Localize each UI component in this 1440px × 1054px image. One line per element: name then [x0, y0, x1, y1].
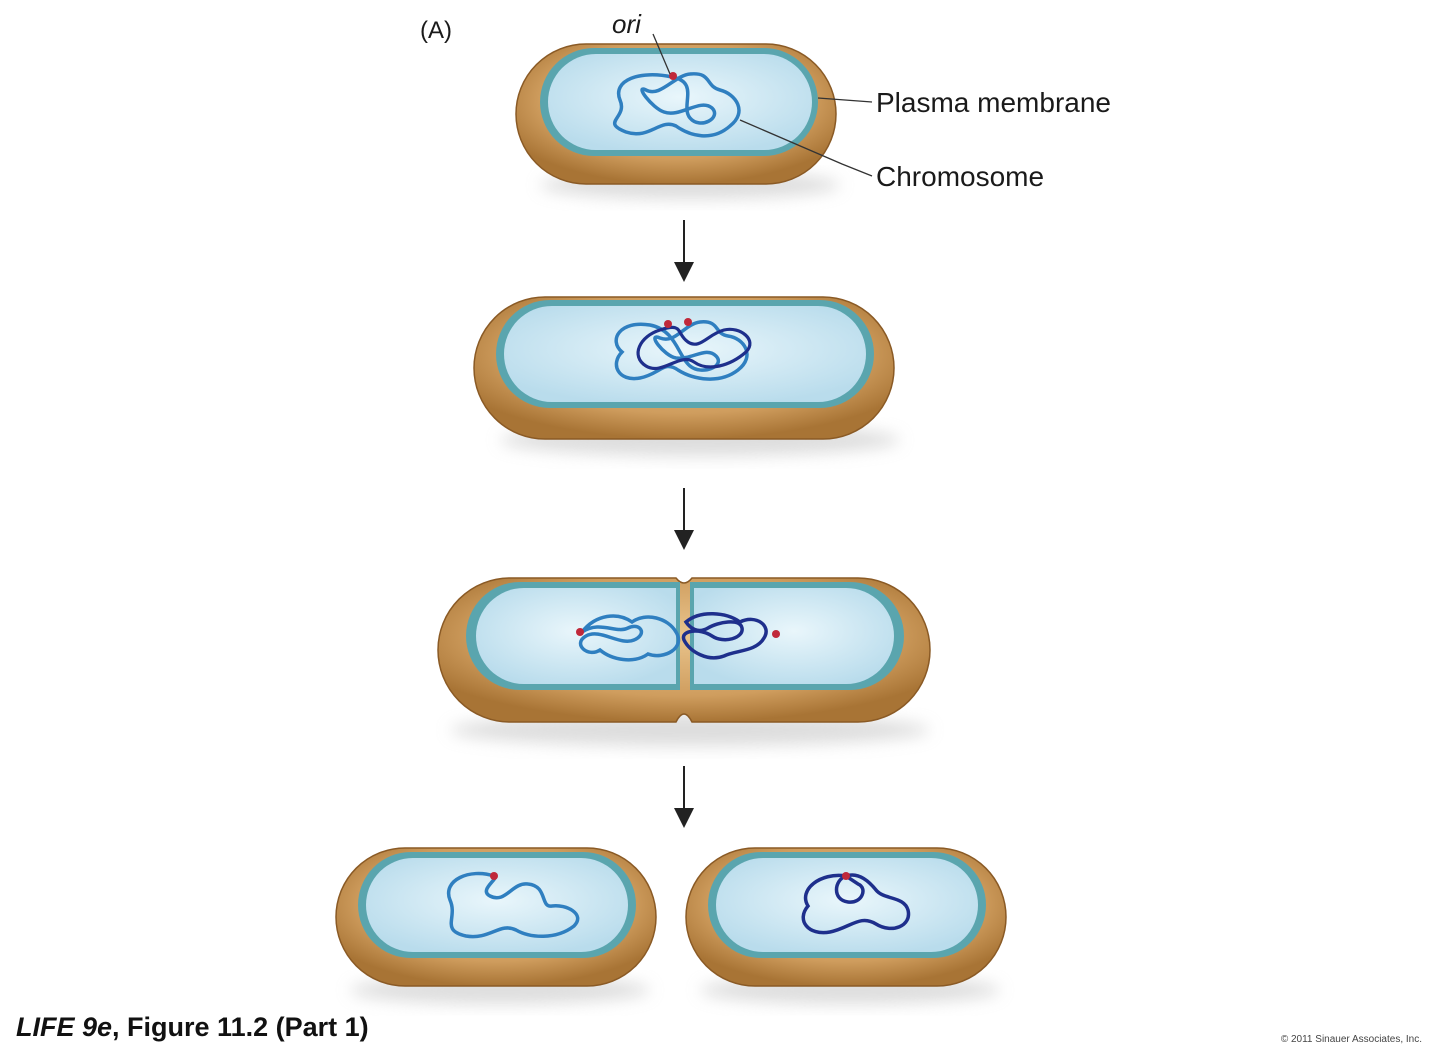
chromosome-label: Chromosome [876, 161, 1044, 192]
chromosome-leader-line [739, 119, 873, 177]
ori-dot [669, 72, 677, 80]
cell-stage-1 [515, 43, 840, 199]
cell-stage-3 [437, 577, 931, 746]
daughter-cell-right [685, 847, 1007, 1004]
book-title: LIFE 9e [16, 1012, 113, 1042]
figure-number: , Figure 11.2 (Part 1) [112, 1012, 369, 1042]
cytoplasm [548, 54, 812, 150]
ori-leader-line [652, 33, 671, 75]
plasma-membrane-label: Plasma membrane [876, 87, 1111, 118]
ori-label: ori [612, 9, 642, 39]
cell-stage-2 [473, 296, 900, 456]
figure-caption: LIFE 9e, Figure 11.2 (Part 1) [16, 1012, 369, 1043]
copyright-notice: © 2011 Sinauer Associates, Inc. [1280, 1034, 1422, 1045]
daughter-cell-left [335, 847, 657, 1004]
chromosome [612, 72, 741, 138]
panel-label: (A) [420, 17, 452, 44]
plasma-membrane-leader-line [817, 97, 873, 103]
